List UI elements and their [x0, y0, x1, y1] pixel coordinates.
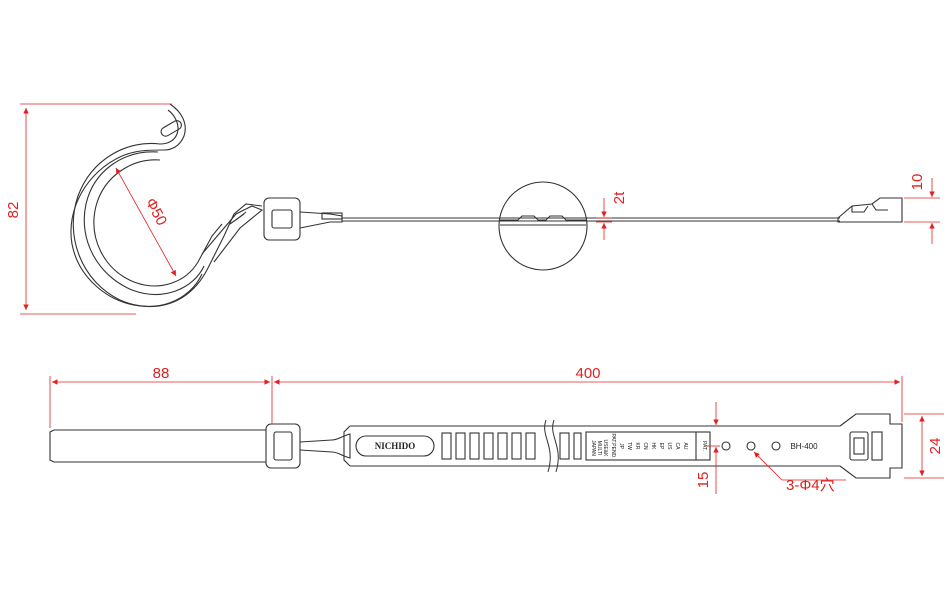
- hole-2: [746, 441, 756, 451]
- country-4: CN: [642, 442, 648, 450]
- logo-plate: [355, 435, 435, 457]
- country-3: KR: [634, 443, 640, 450]
- country-5: HK: [650, 443, 656, 451]
- cert-line-1: JAPAN: [590, 440, 596, 456]
- hook-outer-outline: [70, 103, 263, 308]
- country-0: PAT.PEND.: [610, 433, 616, 458]
- strap-end-tip: [837, 197, 903, 223]
- lead-length-label: 88: [153, 365, 170, 382]
- strap-neck: [299, 433, 351, 459]
- hook-inner-rim: [83, 151, 205, 295]
- break-symbol: [544, 419, 559, 473]
- cert-line-3: USE&K: [602, 440, 608, 458]
- side-view: [70, 103, 903, 308]
- clamp-arm: [201, 205, 264, 263]
- strap-taper: [299, 211, 343, 229]
- cert-left: JAPAN MULTI USE&K: [590, 440, 608, 458]
- width-label: 24: [927, 438, 944, 455]
- pat-label: PAT.: [701, 441, 707, 451]
- strap-end-detail: [851, 203, 888, 213]
- strap-tab: [321, 212, 343, 220]
- side-view-dimensions: [20, 103, 940, 315]
- diameter-label: Φ50: [142, 195, 170, 228]
- country-1: JP: [618, 443, 624, 450]
- model-label: BH-400: [790, 442, 818, 451]
- main-strap: [343, 425, 840, 467]
- hook-slot: [160, 120, 182, 137]
- buckle-side-inner: [271, 209, 293, 229]
- detail-tooth-profile: [500, 215, 586, 221]
- tip-height-label: 10: [909, 174, 926, 191]
- hole-3: [771, 441, 781, 451]
- country-9: AU: [682, 443, 688, 450]
- buckle-top-inner: [273, 431, 293, 461]
- grip-blocks: [441, 432, 582, 460]
- detail-circle: [498, 181, 588, 271]
- top-view-dimensions: [49, 376, 944, 494]
- clamp-arm-detail: [229, 211, 247, 225]
- buckle-side: [263, 197, 301, 241]
- hole-offset-label: 15: [695, 472, 712, 489]
- country-2: TW: [626, 442, 632, 450]
- end-head: [839, 413, 903, 479]
- total-length-label: 400: [575, 365, 600, 382]
- lead-strap: [49, 429, 266, 463]
- cert-line-2: MULTI: [596, 441, 602, 456]
- hole-1: [721, 441, 731, 451]
- country-7: US: [666, 443, 672, 451]
- country-list: PAT.PEND. JP TW KR CN HK EP US CA AU: [610, 433, 688, 458]
- top-view: [49, 413, 903, 479]
- buckle-top: [265, 423, 301, 469]
- country-8: CA: [674, 443, 680, 451]
- thickness-label: 2t: [611, 191, 628, 204]
- height-label: 82: [5, 202, 22, 219]
- brand-logo: NICHIDO: [375, 441, 416, 451]
- holes-label: 3-Φ4穴: [786, 477, 835, 494]
- country-6: EP: [658, 443, 664, 450]
- end-head-clip: [849, 431, 869, 461]
- hook-outer-rim: [72, 109, 203, 307]
